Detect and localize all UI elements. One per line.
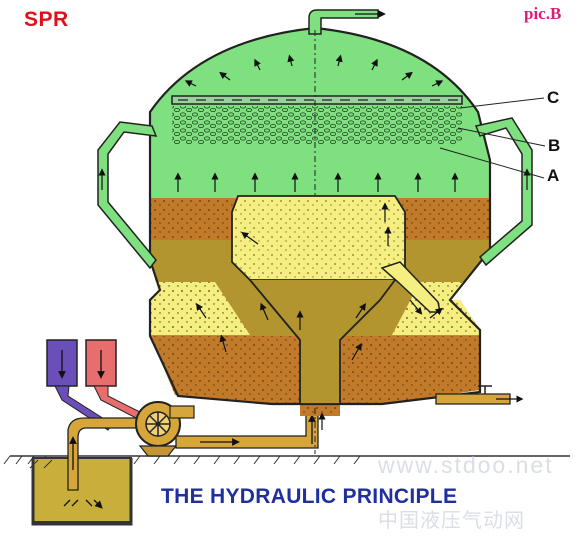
brand-logo-text: SPR: [24, 8, 69, 31]
callout-leaders: [439, 97, 546, 179]
red-inlet-tank: [85, 339, 145, 421]
figure-tag: pic.B: [524, 4, 562, 23]
callout-b: B: [548, 136, 561, 155]
feed-pipe: [175, 404, 319, 449]
suction-pit: [29, 457, 133, 526]
vessel: [97, 9, 533, 454]
pump: [135, 401, 195, 457]
watermark-site-name: 中国液压气动网: [378, 510, 525, 532]
callout-a: A: [547, 166, 560, 185]
watermark-url: www.stdoo.net: [378, 452, 554, 478]
diagram-caption: THE HYDRAULIC PRINCIPLE: [161, 485, 458, 508]
callout-c: C: [547, 88, 560, 107]
